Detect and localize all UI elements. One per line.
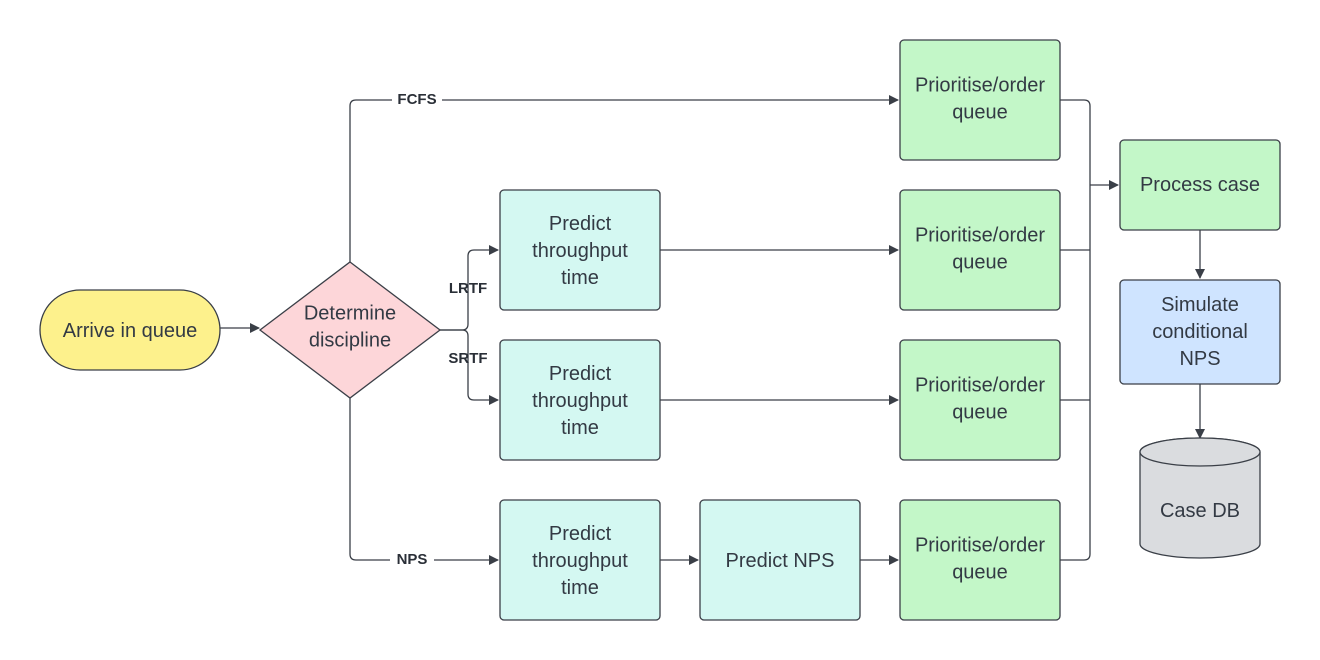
node-label-predict-lrtf: Predict throughput time [532, 213, 628, 289]
node-label-line: queue [952, 252, 1008, 274]
node-predict-throughput-srtf: Predict throughput time [499, 339, 661, 461]
nodes: Arrive in queue Determine discipline Pred… [39, 39, 1281, 621]
node-label-line: throughput [532, 390, 628, 412]
connectors [220, 95, 1205, 565]
node-label-line: Predict [549, 213, 612, 235]
node-label-order-srtf: Prioritise/order queue [915, 375, 1045, 424]
edge-labels: FCFS LRTF SRTF NPS [390, 89, 488, 569]
node-label-line: throughput [532, 240, 628, 262]
node-label-line: queue [952, 102, 1008, 124]
node-label-predict-nps: Predict NPS [726, 550, 835, 572]
node-label-arrive: Arrive in queue [63, 320, 198, 342]
nps-label-bg [390, 549, 434, 569]
node-predict-nps: Predict NPS [699, 499, 861, 621]
edge-srtf [440, 329, 499, 405]
node-label-line: Simulate [1161, 294, 1239, 316]
node-label-line: time [561, 417, 599, 439]
node-case-db: Case DB [1139, 437, 1261, 559]
node-label-process: Process case [1140, 174, 1260, 196]
node-label-line: queue [952, 562, 1008, 584]
node-label-predict-nps-tp: Predict throughput time [532, 523, 628, 599]
node-order-lrtf: Prioritise/order queue [899, 189, 1061, 311]
node-label-predict-srtf: Predict throughput time [532, 363, 628, 439]
srtf-label: SRTF [448, 350, 487, 367]
node-label-line: queue [952, 402, 1008, 424]
node-label-order-nps: Prioritise/order queue [915, 535, 1045, 584]
node-predict-throughput-lrtf: Predict throughput time [499, 189, 661, 311]
node-label-line: Prioritise/order [915, 375, 1045, 397]
node-label-line: time [561, 577, 599, 599]
node-label-line: Prioritise/order [915, 535, 1045, 557]
edge-merge-to-process [1060, 99, 1091, 561]
node-label-line: Prioritise/order [915, 225, 1045, 247]
nps-label: NPS [397, 551, 428, 568]
node-label-line: Determine [304, 303, 396, 325]
node-label-line: throughput [532, 550, 628, 572]
node-predict-throughput-nps: Predict throughput time [499, 499, 661, 621]
node-label-line: conditional [1152, 321, 1248, 343]
node-label-order-fcfs: Prioritise/order queue [915, 75, 1045, 124]
node-label-line: discipline [309, 330, 391, 352]
lrtf-label: LRTF [449, 280, 487, 297]
fcfs-label: FCFS [397, 91, 436, 108]
node-label-line: Predict [549, 363, 612, 385]
fcfs-label-bg [392, 89, 442, 109]
node-label-determine: Determine discipline [304, 303, 396, 352]
node-order-nps: Prioritise/order queue [899, 499, 1061, 621]
edge-fcfs [349, 95, 899, 262]
node-order-fcfs: Prioritise/order queue [899, 39, 1061, 161]
node-determine-discipline: Determine discipline [258, 261, 442, 399]
node-label-line: time [561, 267, 599, 289]
node-label-line: Arrive in queue [63, 320, 198, 342]
node-label-line: Predict NPS [726, 550, 835, 572]
node-label-line: Predict [549, 523, 612, 545]
node-label-line: NPS [1179, 348, 1220, 370]
node-label-case-db: Case DB [1160, 500, 1240, 522]
node-label-line: Process case [1140, 174, 1260, 196]
node-label-line: Case DB [1160, 500, 1240, 522]
node-arrive-in-queue: Arrive in queue [39, 289, 221, 371]
node-process-case: Process case [1119, 139, 1281, 231]
edge-nps [349, 398, 499, 565]
node-label-line: Prioritise/order [915, 75, 1045, 97]
node-order-srtf: Prioritise/order queue [899, 339, 1061, 461]
node-label-order-lrtf: Prioritise/order queue [915, 225, 1045, 274]
